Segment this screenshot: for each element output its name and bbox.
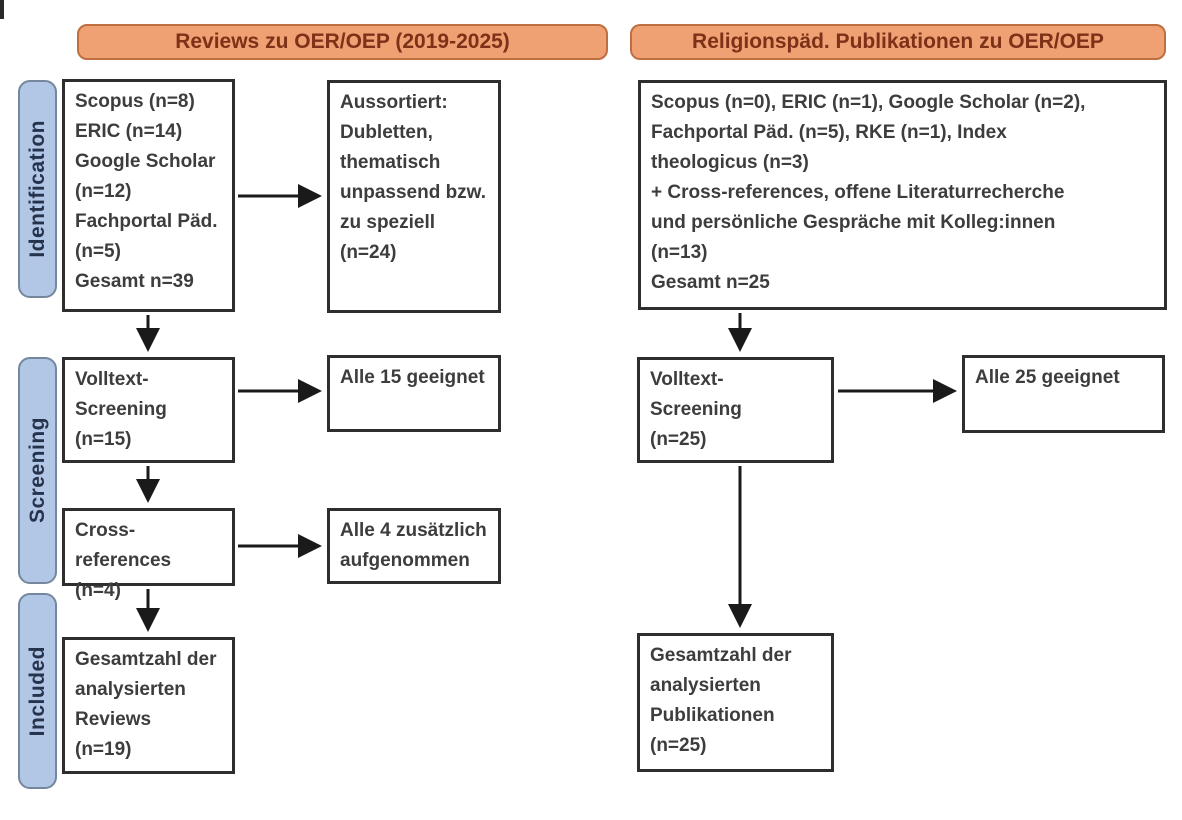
corner-crop-artifact bbox=[0, 0, 4, 19]
box-left-fulltext-screening: Volltext- Screening (n=15) bbox=[62, 357, 235, 463]
banner-religionspaed-column: Religionspäd. Publikationen zu OER/OEP bbox=[630, 24, 1166, 60]
stage-label-screening: Screening bbox=[25, 417, 49, 524]
stage-label-included: Included bbox=[25, 645, 49, 737]
box-right-total-included: Gesamtzahl der analysierten Publikatione… bbox=[637, 633, 834, 772]
box-left-all-suitable: Alle 15 geeignet bbox=[327, 355, 501, 432]
box-left-cross-references: Cross-references (n=4) bbox=[62, 508, 235, 601]
stage-pill-included: Included bbox=[18, 593, 57, 789]
box-left-total-included: Gesamtzahl der analysierten Reviews (n=1… bbox=[62, 637, 235, 774]
stage-pill-screening: Screening bbox=[18, 357, 57, 584]
stage-label-identification: Identification bbox=[25, 120, 49, 258]
box-right-fulltext-screening: Volltext- Screening (n=25) bbox=[637, 357, 834, 463]
stage-pill-identification: Identification bbox=[18, 80, 57, 298]
box-right-sources: Scopus (n=0), ERIC (n=1), Google Scholar… bbox=[638, 80, 1167, 310]
box-right-all-suitable: Alle 25 geeignet bbox=[962, 355, 1165, 433]
box-left-excluded: Aussortiert: Dubletten, thematisch unpas… bbox=[327, 80, 501, 313]
box-left-sources: Scopus (n=8) ERIC (n=14) Google Scholar … bbox=[62, 79, 235, 312]
banner-reviews-column: Reviews zu OER/OEP (2019-2025) bbox=[77, 24, 608, 60]
box-left-additional-included: Alle 4 zusätzlich aufgenommen bbox=[327, 508, 501, 584]
